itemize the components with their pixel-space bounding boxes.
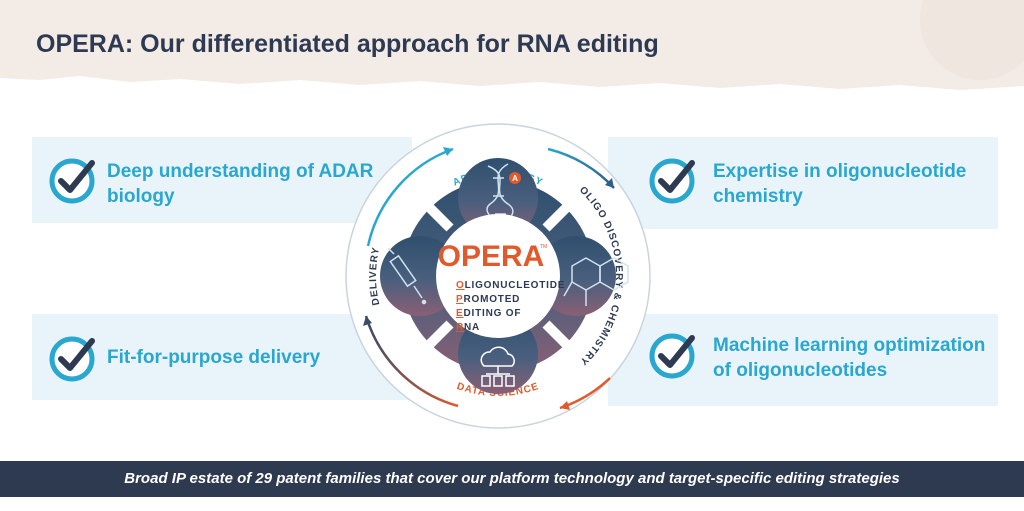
feature-box-adar: [32, 137, 412, 223]
center-disk: [436, 214, 560, 338]
acronym-rest: NA: [464, 322, 480, 333]
ring-label-left: DELIVERY: [368, 246, 382, 306]
feature-line: biology: [107, 186, 175, 207]
ring-label-text: DELIVERY: [368, 246, 381, 306]
syringe-icon: [387, 247, 427, 305]
check-icon: [49, 158, 95, 204]
arrow-head: [443, 147, 453, 156]
arrow-head: [363, 316, 372, 326]
opera-diagram: ADAR BIOLOGY OLIGO DISCOVERY & CHEMISTRY…: [345, 123, 651, 429]
acronym-initial: E: [456, 308, 463, 319]
page-title: OPERA: Our differentiated approach for R…: [36, 30, 659, 58]
arrow-arc: [366, 147, 454, 247]
acronym-line: EDITING OF: [456, 308, 521, 319]
feature-line: of oligonucleotides: [713, 360, 888, 381]
acronym-initial: O: [456, 280, 465, 291]
cloud-database-icon: [480, 346, 515, 387]
feature-line: Deep understanding of ADAR: [107, 161, 374, 182]
feature-ml-text: Machine learning optimization of oligonu…: [713, 333, 985, 383]
molecule-icon: [563, 257, 629, 306]
acronym-rest: ROMOTED: [463, 294, 520, 305]
arrow-head: [560, 401, 570, 410]
adar-marker-label: A: [512, 174, 518, 183]
feature-delivery-text: Fit-for-purpose delivery: [107, 345, 320, 370]
feature-adar-text: Deep understanding of ADAR biology: [107, 159, 373, 209]
check-icon: [649, 333, 695, 379]
acronym-line: PROMOTED: [456, 294, 520, 305]
acronym-line: RNA: [456, 322, 480, 333]
acronym-list: OLIGONUCLEOTIDE PROMOTED EDITING OF RNA: [456, 280, 565, 333]
feature-line: Expertise in oligonucleotide: [713, 161, 967, 182]
feature-line: Fit-for-purpose delivery: [107, 347, 321, 368]
feature-line: chemistry: [713, 186, 803, 207]
arrow-head: [605, 178, 614, 188]
acronym-initial: P: [456, 294, 463, 305]
feature-line: Machine learning optimization: [713, 335, 986, 356]
acronym-rest: LIGONUCLEOTIDE: [465, 280, 566, 291]
arrow-arc: [364, 315, 459, 408]
adar-marker: [509, 172, 521, 184]
trademark-mark: TM: [540, 244, 547, 250]
acronym-rest: DITING OF: [463, 308, 521, 319]
torn-paper-edge: [0, 0, 1024, 100]
acronym-line: OLIGONUCLEOTIDE: [456, 280, 565, 291]
footer-text: Broad IP estate of 29 patent families th…: [124, 470, 900, 487]
opera-logo: OPERA: [438, 240, 545, 273]
acronym-initial: R: [456, 322, 464, 333]
header-band: [0, 0, 1024, 100]
check-icon: [49, 336, 95, 382]
feature-chemistry-text: Expertise in oligonucleotide chemistry: [713, 159, 966, 209]
check-icon: [649, 158, 695, 204]
feature-box-delivery: [32, 314, 412, 400]
footer-bar: Broad IP estate of 29 patent families th…: [0, 461, 1024, 497]
